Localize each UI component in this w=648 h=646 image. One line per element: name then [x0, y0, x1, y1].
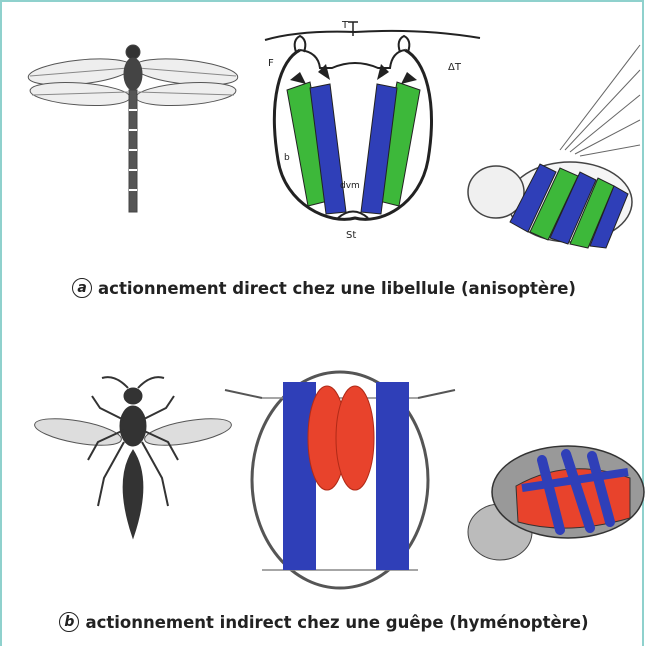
- panel-a-illustrations: T F ΔT b dvm St: [0, 0, 648, 260]
- dragonfly-illustration: [27, 45, 239, 212]
- indirect-flight-cross-section: [225, 372, 455, 588]
- label-right: ΔT: [448, 62, 462, 73]
- direct-flight-side-view: [468, 45, 640, 248]
- label-muscle: b: [284, 153, 290, 163]
- direct-flight-cross-section: T F ΔT b dvm St: [265, 20, 480, 241]
- caption-a: a actionnement direct chez une libellule…: [0, 278, 648, 298]
- caption-a-text: actionnement direct chez une libellule (…: [98, 279, 576, 298]
- caption-a-letter: a: [72, 278, 92, 298]
- label-tergum: T: [341, 20, 349, 31]
- panel-b-illustrations: [0, 360, 648, 600]
- caption-b-text: actionnement indirect chez une guêpe (hy…: [85, 613, 588, 632]
- caption-b: b actionnement indirect chez une guêpe (…: [0, 612, 648, 632]
- label-sternum: St: [346, 230, 356, 241]
- label-left: F: [268, 58, 274, 69]
- caption-b-letter: b: [59, 612, 79, 632]
- indirect-flight-side-view: [468, 446, 644, 560]
- panel-a: T F ΔT b dvm St: [0, 0, 648, 260]
- wasp-illustration: [33, 377, 233, 538]
- label-dvm: dvm: [340, 181, 360, 191]
- panel-b: [0, 360, 648, 600]
